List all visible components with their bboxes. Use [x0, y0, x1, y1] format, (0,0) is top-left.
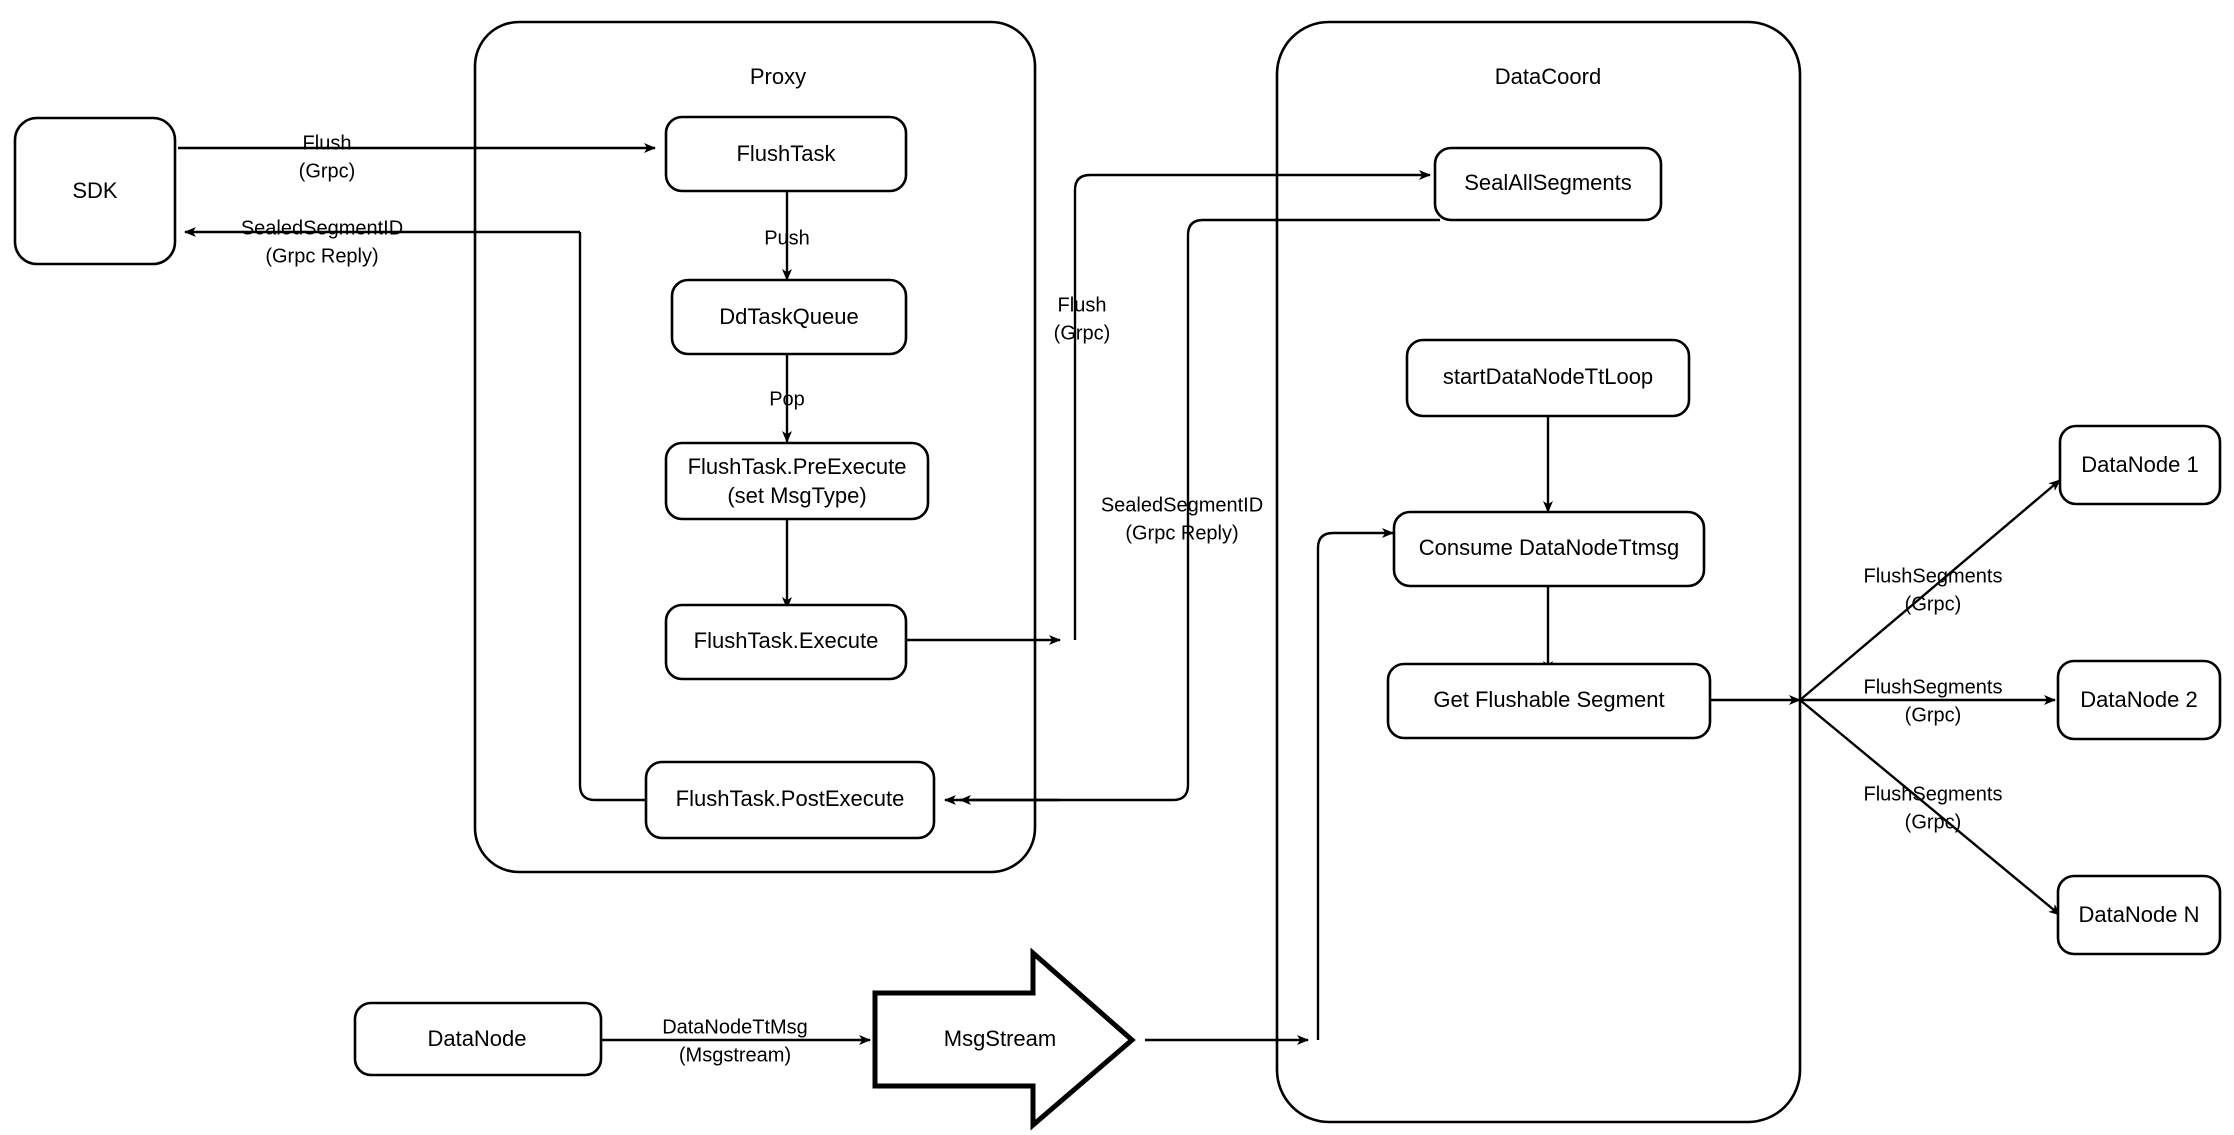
node-startdatanodettloop[interactable]: [1405, 338, 1691, 418]
edge-sealallsegments-reply: [959, 218, 1440, 805]
datacoord-label: DataCoord: [1495, 64, 1601, 89]
edge-label-flushsegments1-line1: FlushSegments: [1864, 565, 2003, 587]
startdatanodettloop-label: startDataNodeTtLoop: [1443, 364, 1653, 389]
edge-label-flushsegmentsn-line2: (Grpc): [1905, 811, 1962, 833]
flushtask-label: FlushTask: [736, 141, 836, 166]
edge-label-flushsegments2-line2: (Grpc): [1905, 704, 1962, 726]
edge-label-sealed-reply2-line1: SealedSegmentID: [1101, 494, 1263, 516]
consume-datanodettmsg-label: Consume DataNodeTtmsg: [1419, 535, 1679, 560]
node-msgstream[interactable]: [872, 947, 1136, 1131]
sdk-label: SDK: [72, 178, 118, 203]
edge-label-datanodettmsg-line1: DataNodeTtMsg: [662, 1016, 808, 1038]
edge-flush-grpc-riser: [1073, 170, 1431, 640]
proxy-label: Proxy: [750, 64, 806, 89]
sealallsegments-label: SealAllSegments: [1464, 170, 1632, 195]
datanode-1-label: DataNode 1: [2081, 452, 2198, 477]
postexecute-label: FlushTask.PostExecute: [676, 786, 905, 811]
datanode-source-label: DataNode: [427, 1026, 526, 1051]
edge-label-pop: Pop: [769, 388, 805, 410]
node-ddtaskqueue[interactable]: [670, 278, 908, 356]
node-postexecute[interactable]: [644, 760, 936, 840]
node-execute[interactable]: [664, 603, 908, 681]
node-datanode-source[interactable]: [353, 1001, 603, 1077]
node-flushtask[interactable]: [664, 115, 908, 193]
node-datanode-1[interactable]: [2058, 424, 2222, 506]
edge-label-push: Push: [764, 227, 810, 249]
node-get-flushable-segment[interactable]: [1386, 662, 1712, 740]
execute-label: FlushTask.Execute: [694, 628, 879, 653]
datanode-2-label: DataNode 2: [2080, 687, 2197, 712]
edge-datacoord-to-consume: [1316, 528, 1394, 1040]
edge-label-flush-grpc2-line1: Flush: [1058, 294, 1107, 316]
edge-postexecute-to-sdk: [578, 232, 646, 802]
edge-label-sealed-reply2-line2: (Grpc Reply): [1125, 522, 1238, 544]
msgstream-label: MsgStream: [944, 1026, 1056, 1051]
node-preexecute[interactable]: [664, 441, 930, 521]
preexecute-label-line1: FlushTask.PreExecute: [688, 454, 907, 479]
preexecute-label-line2: (set MsgType): [727, 483, 866, 508]
edge-label-flushsegmentsn-line1: FlushSegments: [1864, 783, 2003, 805]
get-flushable-segment-label: Get Flushable Segment: [1433, 687, 1664, 712]
edge-label-flushsegments1-line2: (Grpc): [1905, 593, 1962, 615]
node-sealallsegments[interactable]: [1433, 146, 1663, 222]
node-datanode-n[interactable]: [2056, 874, 2222, 956]
edge-label-datanodettmsg-line2: (Msgstream): [679, 1044, 791, 1066]
edge-fanout-datanode1: [1799, 479, 2061, 701]
ddtaskqueue-label: DdTaskQueue: [719, 304, 858, 329]
edge-label-flush-grpc-line1: Flush: [303, 132, 352, 154]
edge-label-flush-grpc-line2: (Grpc): [299, 160, 356, 182]
node-consume-datanodettmsg[interactable]: [1392, 510, 1706, 588]
node-datanode-2[interactable]: [2056, 659, 2222, 741]
datacoord-container: [1275, 20, 1802, 1124]
node-sdk[interactable]: [13, 116, 177, 266]
edge-fanout-datanoden: [1799, 699, 2061, 916]
edge-label-sealed-reply-line1: SealedSegmentID: [241, 217, 403, 239]
edge-label-sealed-reply-line2: (Grpc Reply): [265, 245, 378, 267]
edge-label-flushsegments2-line1: FlushSegments: [1864, 676, 2003, 698]
datanode-n-label: DataNode N: [2078, 902, 2199, 927]
proxy-container: [473, 20, 1037, 874]
edge-label-flush-grpc2-line2: (Grpc): [1054, 322, 1111, 344]
